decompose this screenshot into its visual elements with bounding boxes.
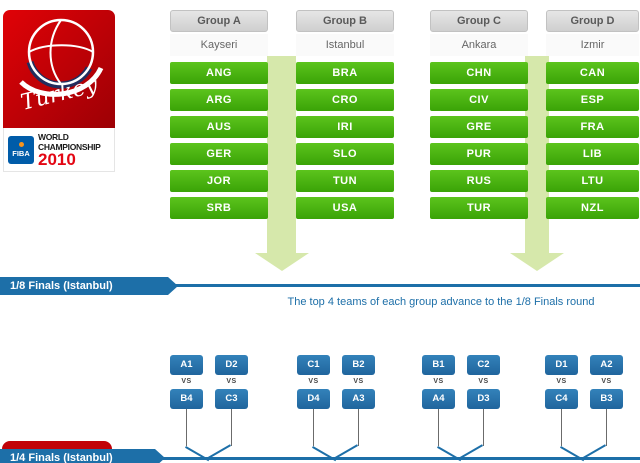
vs-label: VS	[433, 378, 444, 385]
advance-note: The top 4 teams of each group advance to…	[287, 296, 595, 308]
bracket-line	[358, 409, 359, 446]
matchup-top: B1	[422, 355, 455, 375]
group-b-column: Group B Istanbul BRA CRO IRI SLO TUN USA	[296, 10, 394, 224]
team-cell: GER	[170, 143, 268, 165]
team-cell: LTU	[546, 170, 639, 192]
matchup-bottom: B3	[590, 389, 623, 409]
team-cell: PUR	[430, 143, 528, 165]
vs-label: VS	[353, 378, 364, 385]
group-b-city: Istanbul	[296, 34, 394, 56]
flow-arrow-ab-icon	[255, 253, 309, 271]
fiba-dot-icon	[18, 141, 24, 147]
championship-title: WORLD CHAMPIONSHIP 2010	[38, 132, 101, 168]
matchup-top: A1	[170, 355, 203, 375]
team-cell: BRA	[296, 62, 394, 84]
team-cell: JOR	[170, 170, 268, 192]
team-cell: CRO	[296, 89, 394, 111]
matchup-top: B2	[342, 355, 375, 375]
eighth-finals-line	[0, 284, 640, 287]
team-cell: SRB	[170, 197, 268, 219]
matchup-top: C2	[467, 355, 500, 375]
team-cell: ANG	[170, 62, 268, 84]
team-cell: CAN	[546, 62, 639, 84]
matchup-bottom: D3	[467, 389, 500, 409]
vs-label: VS	[181, 378, 192, 385]
bracket-line	[483, 409, 484, 446]
team-cell: CHN	[430, 62, 528, 84]
matchup-pair: B2 VS A3	[342, 355, 375, 409]
group-c-header: Group C	[430, 10, 528, 32]
team-cell: GRE	[430, 116, 528, 138]
bracket-line	[561, 409, 562, 446]
matchup-pair: B1 VS A4	[422, 355, 455, 409]
bracket-line	[231, 409, 232, 446]
bracket-line	[606, 409, 607, 446]
team-cell: TUR	[430, 197, 528, 219]
vs-label: VS	[556, 378, 567, 385]
matchup-pair: D2 VS C3	[215, 355, 248, 409]
team-cell: IRI	[296, 116, 394, 138]
team-cell: SLO	[296, 143, 394, 165]
group-b-header: Group B	[296, 10, 394, 32]
vs-label: VS	[226, 378, 237, 385]
title-year: 2010	[38, 149, 76, 169]
team-cell: FRA	[546, 116, 639, 138]
group-d-column: Group D Izmir CAN ESP FRA LIB LTU NZL	[546, 10, 639, 224]
matchup-bottom: A3	[342, 389, 375, 409]
team-cell: AUS	[170, 116, 268, 138]
group-c-city: Ankara	[430, 34, 528, 56]
team-cell: NZL	[546, 197, 639, 219]
group-a-header: Group A	[170, 10, 268, 32]
team-cell: RUS	[430, 170, 528, 192]
matchup-pair: C1 VS D4	[297, 355, 330, 409]
matchup-top: C1	[297, 355, 330, 375]
matchup-bottom: A4	[422, 389, 455, 409]
group-a-city: Kayseri	[170, 34, 268, 56]
tournament-logo: Turkey FIBA WORLD CHAMPIONSHIP 2010	[3, 10, 115, 172]
quarter-finals-line	[0, 457, 640, 460]
vs-label: VS	[601, 378, 612, 385]
quarter-finals-banner: 1/4 Finals (Istanbul)	[0, 449, 165, 463]
fiba-logo-text: FIBA	[12, 148, 30, 158]
team-cell: ARG	[170, 89, 268, 111]
matchup-pair: A2 VS B3	[590, 355, 623, 409]
team-cell: TUN	[296, 170, 394, 192]
matchup-bottom: D4	[297, 389, 330, 409]
matchup-pair: D1 VS C4	[545, 355, 578, 409]
group-a-column: Group A Kayseri ANG ARG AUS GER JOR SRB	[170, 10, 268, 224]
vs-label: VS	[308, 378, 319, 385]
bracket-line	[313, 409, 314, 446]
basketball-logo-art: Turkey	[3, 10, 115, 128]
bracket-line	[438, 409, 439, 446]
matchup-bottom: C3	[215, 389, 248, 409]
bracket-line	[186, 409, 187, 446]
flow-arrow-cd-icon	[510, 253, 564, 271]
fiba-logo: FIBA	[8, 135, 34, 164]
flow-band-ab	[267, 56, 296, 253]
team-cell: CIV	[430, 89, 528, 111]
team-cell: ESP	[546, 89, 639, 111]
title-world: WORLD	[38, 131, 69, 142]
matchup-top: A2	[590, 355, 623, 375]
matchup-top: D2	[215, 355, 248, 375]
matchup-pair: A1 VS B4	[170, 355, 203, 409]
logo-white-panel: FIBA WORLD CHAMPIONSHIP 2010	[3, 128, 115, 172]
title-championship: CHAMPIONSHIP	[38, 141, 101, 152]
vs-label: VS	[478, 378, 489, 385]
group-c-column: Group C Ankara CHN CIV GRE PUR RUS TUR	[430, 10, 528, 224]
matchup-top: D1	[545, 355, 578, 375]
team-cell: LIB	[546, 143, 639, 165]
group-d-header: Group D	[546, 10, 639, 32]
logo-red-panel: Turkey	[3, 10, 115, 128]
group-d-city: Izmir	[546, 34, 639, 56]
team-cell: USA	[296, 197, 394, 219]
matchup-pair: C2 VS D3	[467, 355, 500, 409]
eighth-finals-banner: 1/8 Finals (Istanbul)	[0, 277, 178, 295]
matchup-bottom: B4	[170, 389, 203, 409]
matchup-bottom: C4	[545, 389, 578, 409]
flow-band-cd	[525, 56, 549, 253]
